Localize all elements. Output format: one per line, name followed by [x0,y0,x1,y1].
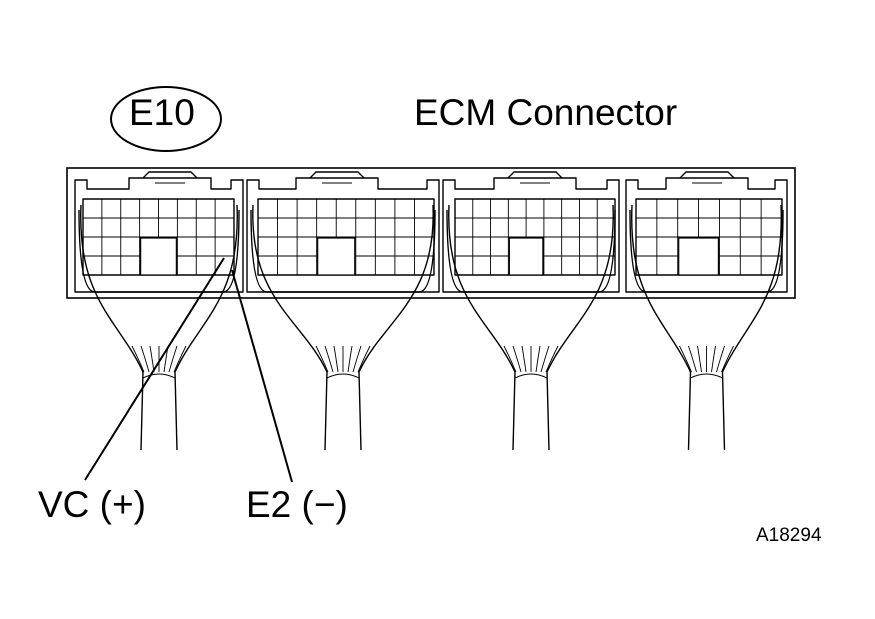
connector-code-label: E10 [129,92,195,133]
diagram-title: ECM Connector [414,92,678,133]
wire-strand [333,345,339,373]
vc-leader-line [84,257,225,481]
wire-strand [711,345,716,373]
latch [507,171,563,179]
key-notch [140,237,177,276]
harness-left [631,204,692,451]
harness-left [252,204,328,451]
wire-strand [357,345,371,373]
wire-strand [716,345,725,373]
shell-curve [629,209,784,293]
harness-left [448,204,516,451]
latch [309,171,365,179]
wire-strand [540,345,550,373]
connector-segment-3 [442,171,620,451]
latch [679,171,735,179]
shell-curve [250,209,436,293]
bundle-tie [326,373,360,379]
wire-strand [512,345,522,373]
shell-curve [78,209,240,293]
wire-strand [149,345,155,373]
wire-strand [721,345,734,373]
wire-strand [521,345,527,373]
bundle-tie [690,373,723,379]
segment-outline [246,177,440,293]
wire-strand [688,345,697,373]
wire-strand [168,345,178,373]
reference-code: A18294 [756,525,822,546]
wire-strand [535,345,541,373]
connector-segment-1 [74,171,244,451]
connector-segment-4 [625,171,788,451]
bundle-tie [514,373,548,379]
wire-strand [324,345,334,373]
bundle-tie [142,373,176,379]
vc-terminal-label: VC (+) [38,484,146,525]
segment-outline [625,177,788,293]
harness-right [721,204,782,451]
key-notch [508,237,544,276]
segment-outline [74,177,244,293]
wire-strand [545,345,559,373]
wire-strand [173,345,187,373]
key-notch [678,237,720,276]
connector-housing [66,167,796,299]
latch [142,171,198,179]
e2-terminal-label: E2 (−) [246,484,348,525]
wire-strand [140,345,150,373]
wire-strand [503,345,517,373]
key-notch [317,237,356,276]
harness-right [174,204,238,451]
wire-strand [679,345,692,373]
connector-segment-2 [246,171,440,451]
e2-leader-line [231,269,293,483]
wire-strand [697,345,702,373]
connector-code-oval [110,86,222,152]
wire-strand [347,345,353,373]
harness-right [358,204,434,451]
wire-strand [315,345,329,373]
wire-strand [352,345,362,373]
shell-curve [446,209,616,293]
wire-strand [131,345,145,373]
harness-right [546,204,614,451]
segment-outline [442,177,620,293]
harness-left [80,204,144,451]
